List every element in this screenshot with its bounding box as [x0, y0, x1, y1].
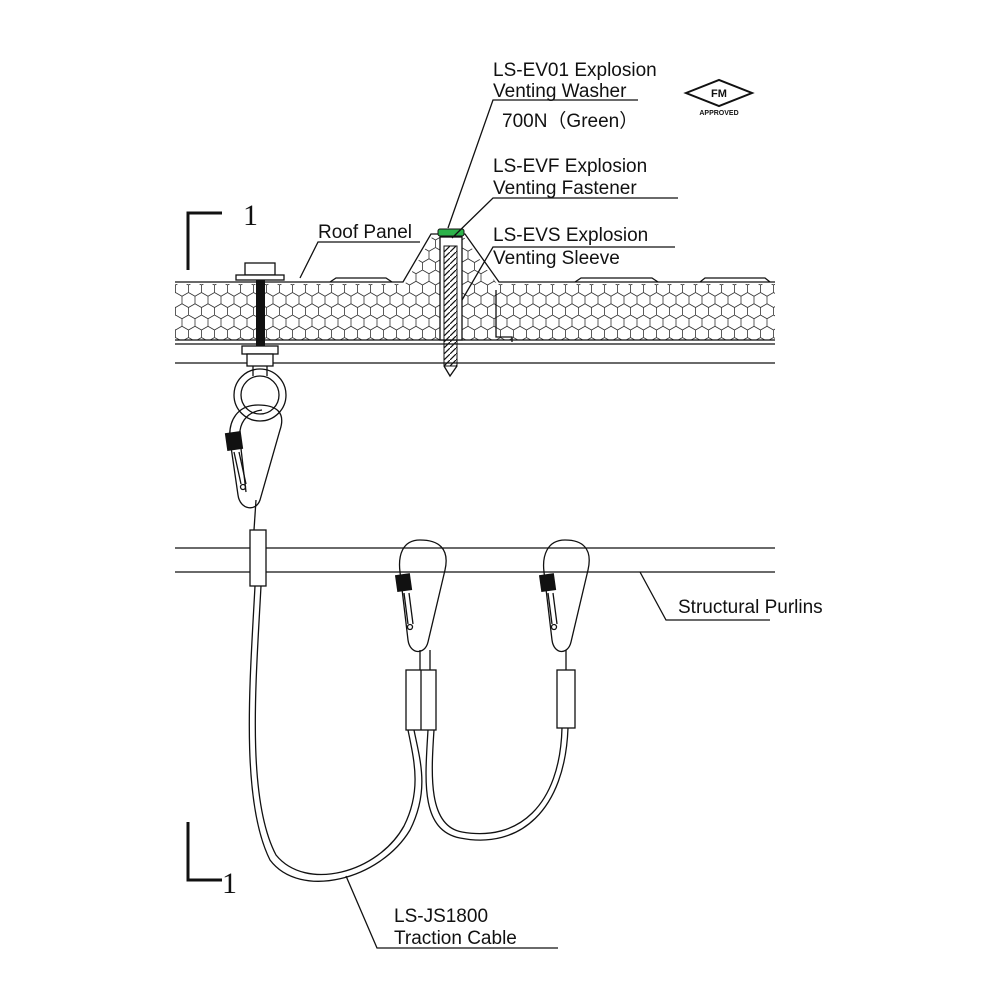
sleeve-label-line2: Venting Sleeve [493, 248, 620, 269]
structural-purlins [175, 547, 775, 573]
fm-approved-badge: FM APPROVED [683, 78, 755, 117]
cable-label-line1: LS-JS1800 [394, 906, 488, 927]
venting-washer [437, 228, 465, 237]
washer-label-line2: Venting Washer [493, 81, 627, 102]
cable-label-line2: Traction Cable [394, 928, 517, 949]
eye-ring [233, 366, 287, 422]
fastener-label-line2: Venting Fastener [493, 178, 637, 199]
traction-cable [248, 585, 569, 882]
roof-panel-label: Roof Panel [318, 222, 412, 243]
section-number-top: 1 [243, 199, 258, 232]
carabiner-right [538, 539, 590, 729]
washer-label-line1: LS-EV01 Explosion [493, 60, 657, 81]
roof-panel [175, 233, 775, 364]
carabiner-middle [394, 539, 447, 731]
sleeve-label-line1: LS-EVS Explosion [493, 225, 648, 246]
washer-rating-label: 700N（Green） [502, 110, 638, 132]
section-marker-bottom: 1 [186, 822, 237, 900]
panel-insulation-core [175, 237, 775, 340]
anchor-bolt [235, 262, 285, 367]
fastener-thread [443, 245, 458, 367]
cable-ferrule-left [249, 499, 267, 587]
section-marker-top: 1 [186, 199, 258, 270]
explosion-venting-fastener [437, 228, 465, 378]
carabiner-left [224, 404, 283, 509]
fm-badge-mark: FM [711, 88, 727, 100]
fm-badge-caption: APPROVED [699, 110, 738, 117]
purlins-label: Structural Purlins [678, 597, 823, 618]
section-number-bottom: 1 [222, 867, 237, 900]
leader-lines [299, 99, 770, 949]
fastener-label-line1: LS-EVF Explosion [493, 156, 647, 177]
fm-badge-diamond [683, 78, 755, 108]
